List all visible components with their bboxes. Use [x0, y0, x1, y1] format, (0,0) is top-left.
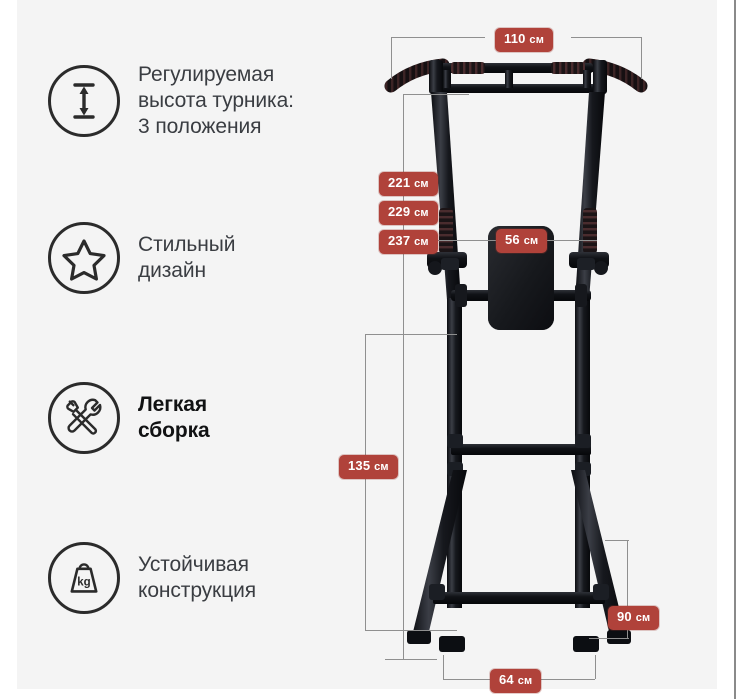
dimension-badge-frame-width: 56 см — [496, 229, 548, 253]
dimension-unit: см — [414, 207, 429, 219]
dimension-badge-base-width: 64 см — [490, 669, 542, 693]
dimension-badge-base-depth: 90 см — [608, 606, 660, 630]
dimension-badge-height-221: 221 см — [379, 172, 438, 196]
dimension-badge-width-top: 110 см — [495, 28, 554, 52]
feature-item-easy-assembly: Легкая сборка — [48, 382, 338, 454]
dim-tick-width-top-right — [641, 37, 642, 79]
power-tower-drawing — [384, 58, 648, 652]
dim-line-width-top-right — [571, 37, 641, 38]
dimension-value: 90 — [617, 609, 632, 624]
dimension-unit: см — [523, 235, 539, 247]
dim-line-base-depth — [627, 540, 628, 638]
dimension-value: 56 — [505, 232, 520, 247]
weight-kg-icon: kg — [48, 542, 120, 614]
dim-tick-base-depth-bottom — [589, 638, 629, 639]
dim-line-width-top-left — [391, 37, 485, 38]
feature-label: Легкая сборка — [138, 393, 210, 442]
dim-tick-base-width-right — [595, 655, 596, 679]
feature-label: Устойчивая конструкция — [138, 553, 256, 602]
dimension-unit: см — [517, 675, 533, 687]
wrench-screwdriver-icon — [48, 382, 120, 454]
dimension-unit: см — [529, 34, 545, 46]
dim-tick-handle-bottom — [365, 630, 457, 631]
dimension-badge-height-229: 229 см — [379, 201, 438, 225]
dimension-value: 237 — [388, 233, 411, 248]
dimension-value: 64 — [499, 672, 514, 687]
dimension-value: 135 — [348, 458, 371, 473]
dimension-unit: см — [414, 236, 429, 248]
dim-tick-width-top-left — [391, 37, 392, 79]
dim-tick-handle-top — [365, 334, 457, 335]
dim-line-handle-height — [365, 334, 366, 630]
height-adjust-icon — [48, 65, 120, 137]
dimension-value: 110 — [504, 31, 526, 46]
feature-item-adjustable-height: Регулируемая высота турника: 3 положения — [48, 62, 338, 140]
dim-tick-base-width-left — [443, 655, 444, 679]
dim-tick-height-top — [403, 94, 469, 95]
dim-tick-height-bottom — [385, 659, 437, 660]
feature-label: Стильный дизайн — [138, 233, 236, 282]
feature-item-stable-construction: kg Устойчивая конструкция — [48, 542, 338, 614]
dimension-unit: см — [635, 612, 651, 624]
dimension-unit: см — [374, 461, 389, 473]
dimension-value: 221 — [388, 175, 411, 190]
feature-item-stylish-design: Стильный дизайн — [48, 222, 338, 294]
right-edge-rule — [734, 0, 736, 699]
weight-icon-text: kg — [77, 576, 90, 588]
dim-line-height-vertical — [403, 94, 404, 659]
dim-tick-base-depth-top — [605, 540, 629, 541]
dimension-value: 229 — [388, 204, 411, 219]
dimension-badge-height-237: 237 см — [379, 230, 438, 254]
dimension-unit: см — [414, 178, 429, 190]
dimension-badge-handle-height: 135 см — [339, 455, 398, 479]
product-illustration: 110 см 221 см 229 см 237 см 56 см 135 см… — [339, 0, 717, 693]
star-icon — [48, 222, 120, 294]
feature-label: Регулируемая высота турника: 3 положения — [138, 63, 294, 138]
